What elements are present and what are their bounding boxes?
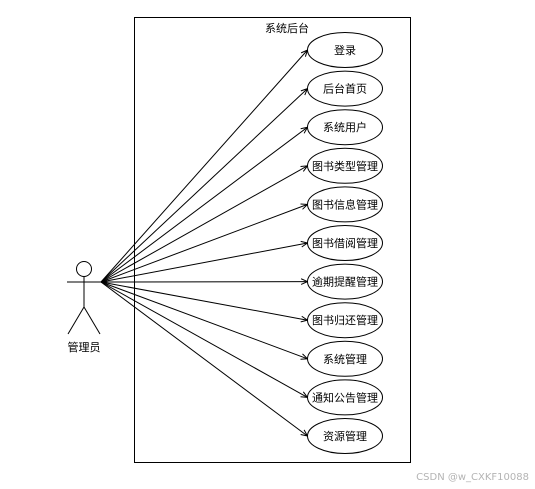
use-case: 图书归还管理 bbox=[307, 302, 383, 339]
use-case-label: 通知公告管理 bbox=[312, 390, 378, 404]
use-case-label: 图书归还管理 bbox=[312, 313, 378, 327]
watermark: CSDN @w_CXKF10088 bbox=[416, 472, 529, 483]
use-case-label: 登录 bbox=[334, 43, 356, 57]
use-case-ellipse bbox=[307, 418, 383, 454]
use-case: 图书信息管理 bbox=[307, 186, 383, 223]
use-case-label: 后台首页 bbox=[323, 82, 367, 96]
use-case-ellipse bbox=[307, 263, 383, 300]
use-case-ellipse bbox=[307, 32, 383, 68]
actor-right-leg bbox=[83, 306, 101, 335]
use-case: 登录 bbox=[307, 32, 383, 68]
association-line bbox=[100, 242, 308, 283]
actor-left-leg bbox=[67, 306, 85, 335]
use-case-ellipse bbox=[307, 70, 383, 107]
association-line bbox=[100, 126, 308, 283]
use-case: 图书借阅管理 bbox=[307, 225, 383, 261]
use-case-ellipse bbox=[307, 302, 383, 339]
use-case-label: 系统管理 bbox=[323, 352, 367, 366]
actor-head bbox=[76, 261, 92, 277]
use-case: 系统用户 bbox=[307, 109, 383, 146]
use-case-ellipse bbox=[307, 225, 383, 261]
use-case-ellipse bbox=[307, 379, 383, 416]
use-case-list: 登录后台首页系统用户图书类型管理图书信息管理图书借阅管理逾期提醒管理图书归还管理… bbox=[307, 32, 383, 454]
association-line bbox=[100, 281, 308, 437]
association-line bbox=[100, 281, 308, 321]
use-case-ellipse bbox=[307, 186, 383, 223]
use-case-label: 逾期提醒管理 bbox=[312, 275, 378, 289]
association-line bbox=[100, 281, 308, 360]
use-case-ellipse bbox=[307, 109, 383, 146]
system-title: 系统后台 bbox=[265, 21, 309, 35]
actor-figure bbox=[67, 261, 101, 335]
use-case-ellipse bbox=[307, 147, 383, 184]
use-case: 图书类型管理 bbox=[307, 147, 383, 184]
use-case: 通知公告管理 bbox=[307, 379, 383, 416]
association-line bbox=[100, 165, 308, 283]
association-line bbox=[100, 281, 308, 398]
use-case-label: 系统用户 bbox=[323, 120, 367, 134]
use-case: 资源管理 bbox=[307, 418, 383, 454]
use-case-ellipse bbox=[307, 340, 383, 377]
use-case: 后台首页 bbox=[307, 70, 383, 107]
use-case-label: 图书借阅管理 bbox=[312, 236, 378, 250]
association-line bbox=[100, 88, 308, 283]
system-boundary bbox=[134, 17, 411, 463]
use-case-label: 图书类型管理 bbox=[312, 159, 378, 173]
use-case: 逾期提醒管理 bbox=[307, 263, 383, 300]
association-line bbox=[100, 49, 308, 283]
use-case-label: 图书信息管理 bbox=[312, 197, 378, 211]
use-case-label: 资源管理 bbox=[323, 429, 367, 443]
association-line bbox=[100, 203, 308, 283]
use-case: 系统管理 bbox=[307, 340, 383, 377]
association-lines bbox=[100, 49, 309, 437]
actor-label: 管理员 bbox=[68, 340, 101, 354]
